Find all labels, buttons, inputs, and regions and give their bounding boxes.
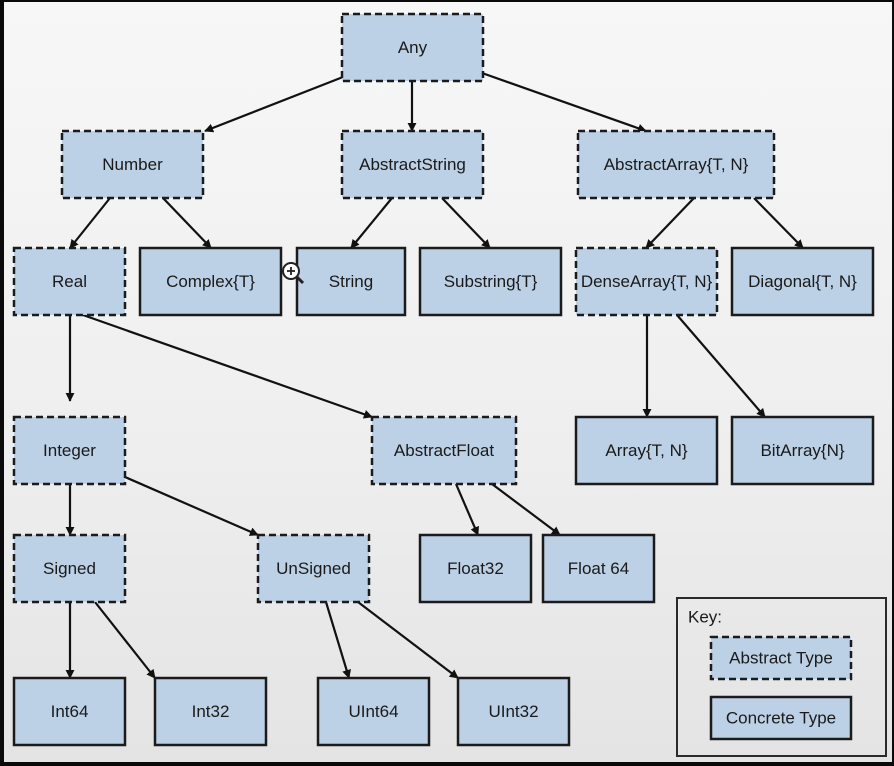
edge-abstractarray-to-diagonal: [753, 197, 804, 249]
node-float32: Float32: [418, 533, 533, 604]
node-box-complex: [138, 246, 283, 317]
node-box-abstractstring: [340, 129, 485, 200]
node-box-abstractfloat: [370, 415, 518, 486]
node-label-float64: Float 64: [568, 559, 629, 578]
node-label-integer: Integer: [43, 441, 96, 460]
edge-integer-to-unsigned: [124, 475, 259, 537]
node-string: String: [295, 246, 407, 317]
node-unsigned: UnSigned: [256, 533, 371, 604]
node-label-densearray: DenseArray{T, N}: [581, 272, 713, 291]
node-label-bitarray: BitArray{N}: [760, 441, 844, 460]
edge-abstractarray-to-densearray: [645, 197, 695, 249]
edge-any-to-abstractarray: [481, 71, 647, 133]
diagram-panel: [4, 2, 892, 762]
edge-unsigned-to-uint32: [357, 601, 459, 679]
node-label-real: Real: [52, 272, 87, 291]
node-label-substring: Substring{T}: [444, 272, 538, 291]
legend-concrete-label: Concrete Type: [726, 709, 836, 728]
edge-number-to-complex: [162, 197, 212, 249]
node-int32: Int32: [153, 676, 268, 747]
node-real: Real: [12, 246, 127, 317]
node-box-unsigned: [256, 533, 371, 604]
edge-abstractfloat-to-float32: [454, 483, 480, 536]
edge-number-to-real: [69, 197, 111, 249]
node-int64: Int64: [12, 676, 127, 747]
node-box-integer: [12, 415, 127, 486]
node-box-array: [574, 415, 719, 486]
edges-layer: [65, 71, 804, 679]
legend-abstract-label: Abstract Type: [729, 649, 833, 668]
node-array: Array{T, N}: [574, 415, 719, 486]
edge-real-to-abstractfloat: [82, 313, 373, 419]
node-box-abstractarray: [576, 129, 776, 200]
legend-frame: [676, 597, 887, 757]
node-box-uint32: [456, 676, 571, 747]
edge-signed-to-int32: [94, 601, 156, 679]
node-label-string: String: [329, 272, 373, 291]
node-box-float64: [541, 533, 656, 604]
node-box-substring: [418, 246, 563, 317]
node-label-abstractarray: AbstractArray{T, N}: [604, 155, 749, 174]
node-label-int32: Int32: [192, 702, 230, 721]
node-any: Any: [340, 12, 485, 83]
node-number: Number: [60, 129, 205, 200]
node-signed: Signed: [12, 533, 127, 604]
node-label-any: Any: [398, 38, 428, 57]
node-box-int64: [12, 676, 127, 747]
node-box-any: [340, 12, 485, 83]
node-integer: Integer: [12, 415, 127, 486]
node-label-uint64: UInt64: [348, 702, 398, 721]
node-label-number: Number: [102, 155, 163, 174]
legend-abstract-swatch: [709, 635, 853, 681]
node-label-float32: Float32: [447, 559, 504, 578]
node-diagonal: Diagonal{T, N}: [730, 246, 875, 317]
node-label-diagonal: Diagonal{T, N}: [748, 272, 857, 291]
node-label-array: Array{T, N}: [605, 441, 688, 460]
node-box-uint64: [316, 676, 431, 747]
node-label-complex: Complex{T}: [166, 272, 255, 291]
node-substring: Substring{T}: [418, 246, 563, 317]
legend-title: Key:: [688, 608, 722, 627]
node-label-abstractfloat: AbstractFloat: [394, 441, 494, 460]
node-abstractstring: AbstractString: [340, 129, 485, 200]
edge-abstractstring-to-substring: [441, 197, 491, 249]
node-uint32: UInt32: [456, 676, 571, 747]
edge-densearray-to-bitarray: [676, 314, 766, 418]
edge-unsigned-to-uint64: [324, 601, 351, 679]
legend: Key: Abstract Type Concrete Type: [676, 597, 887, 757]
node-abstractarray: AbstractArray{T, N}: [576, 129, 776, 200]
node-float64: Float 64: [541, 533, 656, 604]
node-box-bitarray: [730, 415, 875, 486]
node-box-string: [295, 246, 407, 317]
node-label-abstractstring: AbstractString: [359, 155, 466, 174]
node-box-float32: [418, 533, 533, 604]
node-densearray: DenseArray{T, N}: [574, 246, 719, 317]
node-box-diagonal: [730, 246, 875, 317]
edge-abstractfloat-to-float64: [491, 483, 561, 536]
node-uint64: UInt64: [316, 676, 431, 747]
node-label-signed: Signed: [43, 559, 96, 578]
node-box-int32: [153, 676, 268, 747]
legend-concrete-swatch: [709, 695, 853, 741]
node-bitarray: BitArray{N}: [730, 415, 875, 486]
node-abstractfloat: AbstractFloat: [370, 415, 518, 486]
zoom-in-cursor-icon: [282, 262, 305, 285]
node-box-densearray: [574, 246, 719, 317]
node-label-unsigned: UnSigned: [276, 559, 351, 578]
node-box-number: [60, 129, 205, 200]
node-box-real: [12, 246, 127, 317]
node-label-uint32: UInt32: [488, 702, 538, 721]
node-complex: Complex{T}: [138, 246, 283, 317]
edge-any-to-number: [204, 75, 344, 133]
node-label-int64: Int64: [51, 702, 89, 721]
edge-abstractstring-to-string: [350, 197, 393, 249]
node-box-signed: [12, 533, 127, 604]
